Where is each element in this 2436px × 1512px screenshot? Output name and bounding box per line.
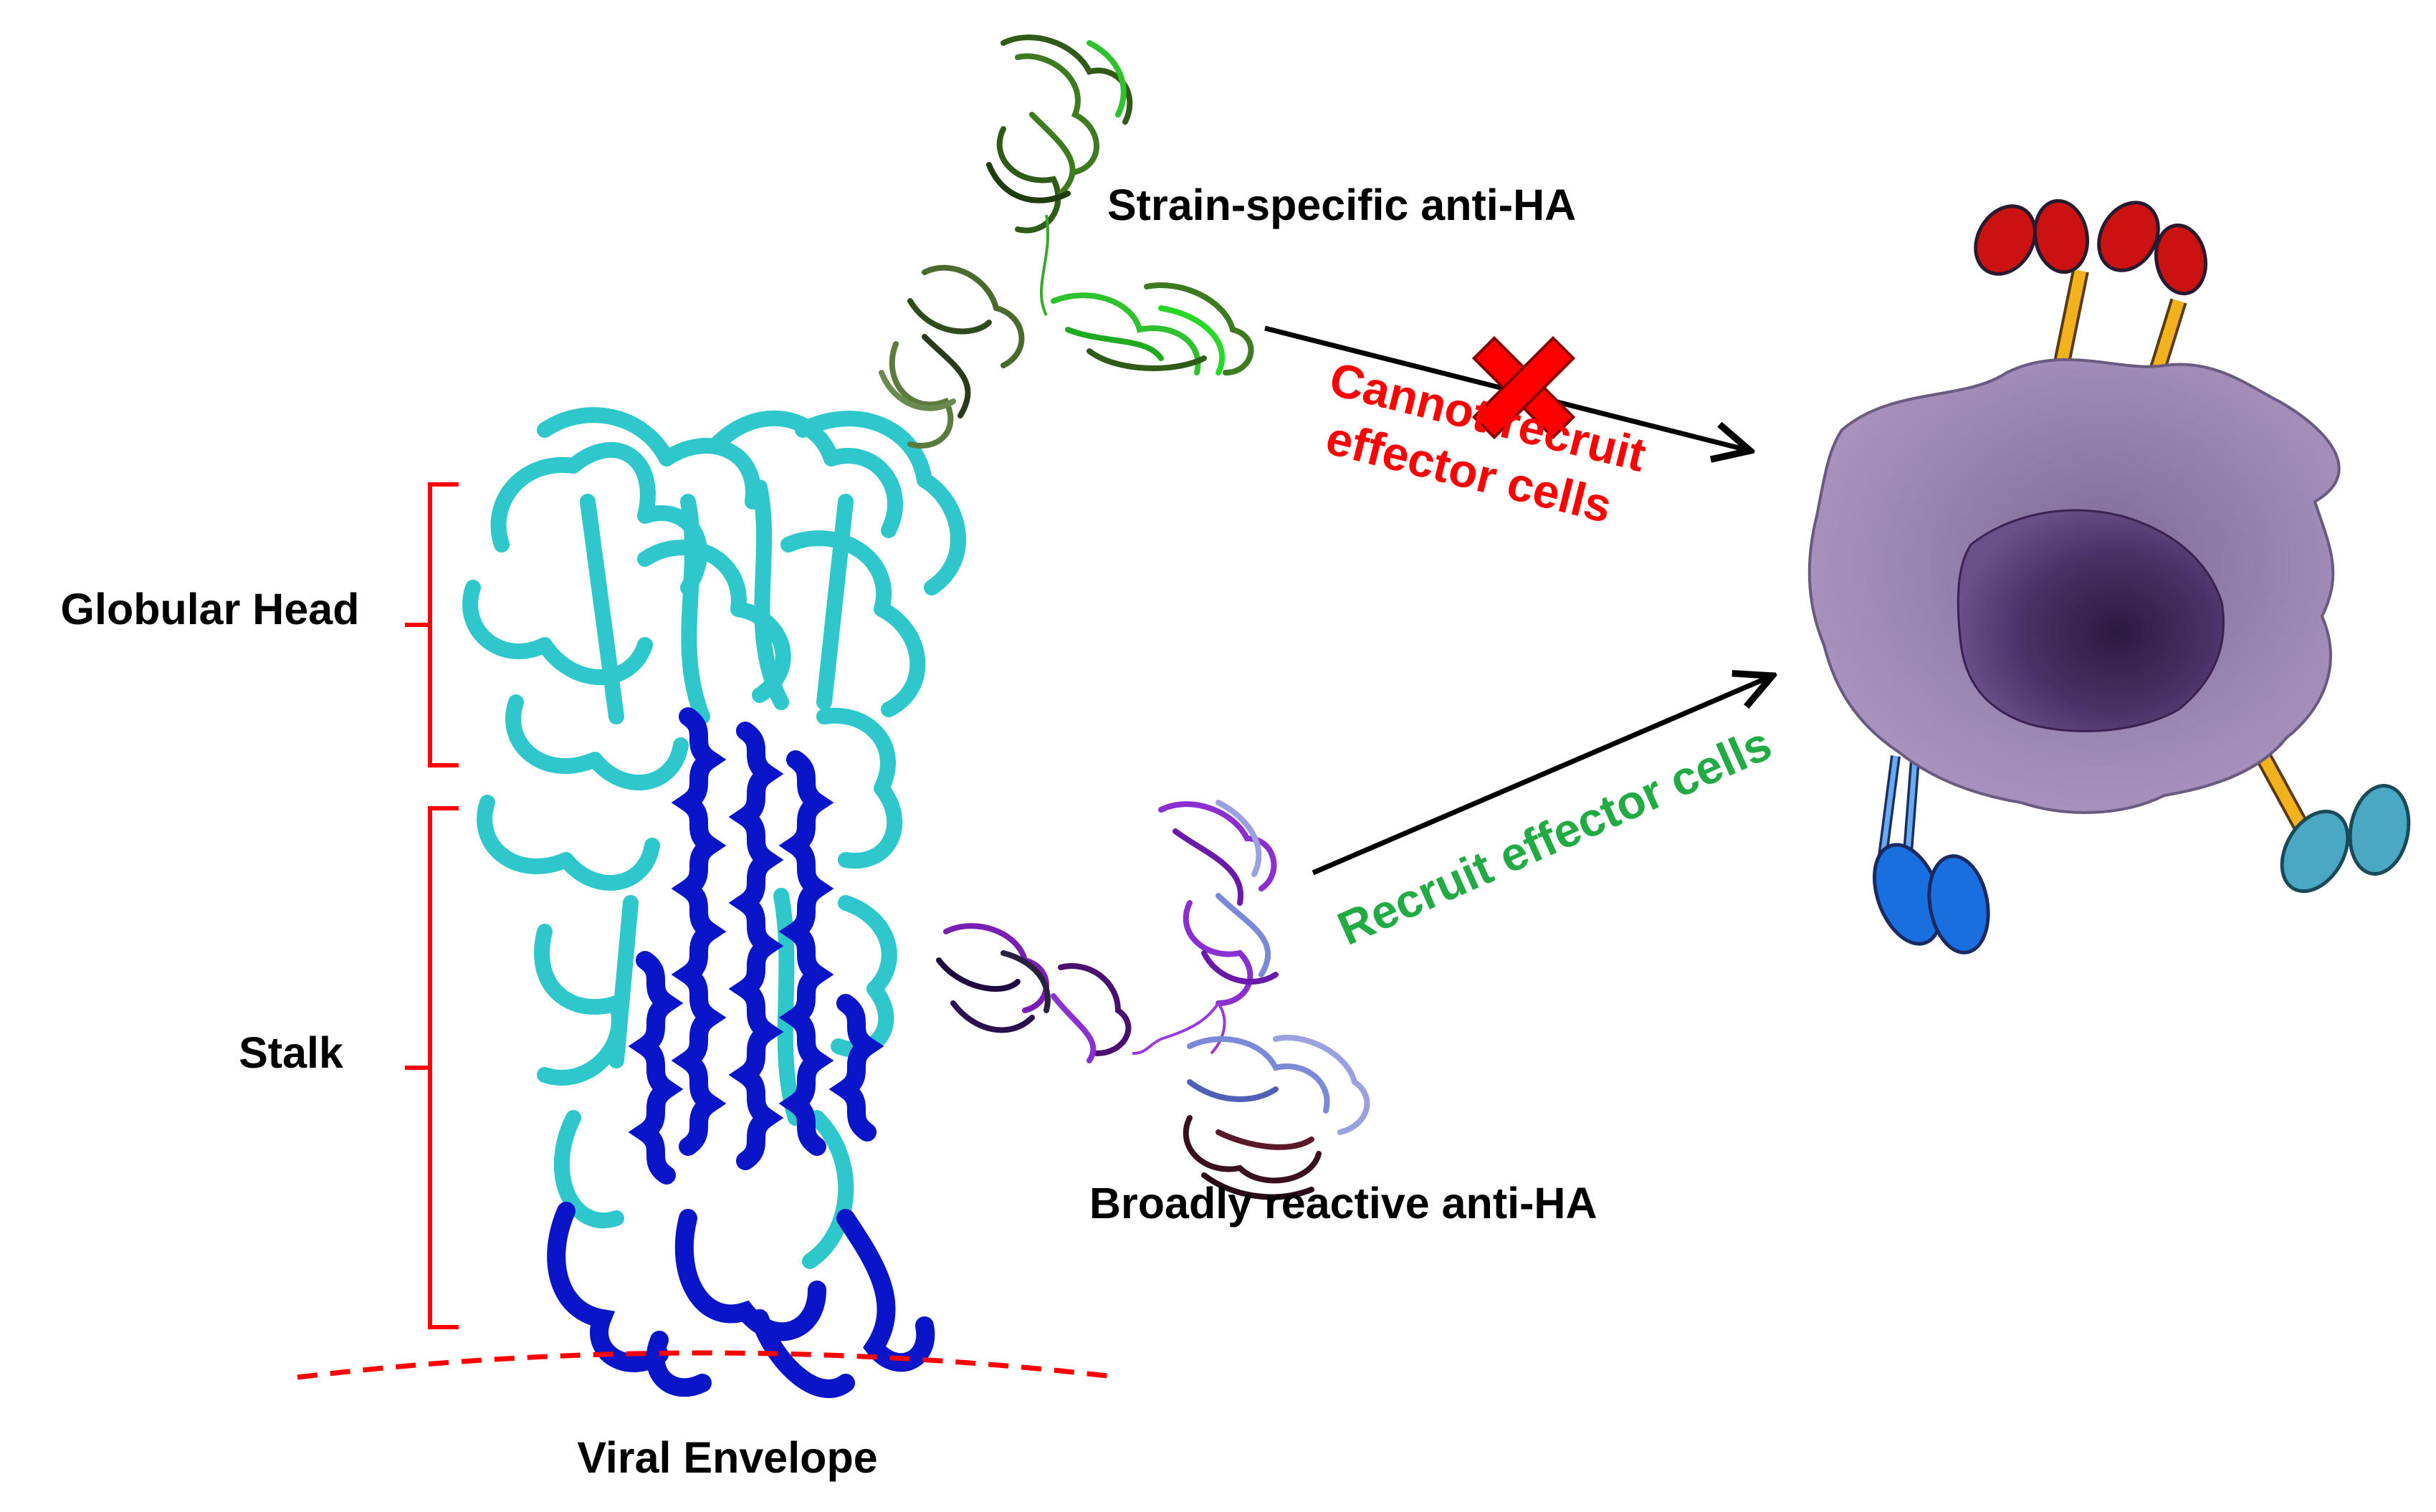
blue-receptor-domains xyxy=(1872,843,1990,954)
cell-nucleus xyxy=(1957,509,2225,732)
red-x-icon xyxy=(1471,335,1576,440)
antibody-fab-upper xyxy=(1158,800,1279,1006)
broadly-reactive-label: Broadly reactive anti-HA xyxy=(1089,1179,1597,1228)
antibody-fab-upper xyxy=(986,34,1133,234)
strain-specific-label: Strain-specific anti-HA xyxy=(1107,181,1576,229)
effector-cell xyxy=(1807,198,2411,954)
antibody-fab-left xyxy=(879,264,1025,449)
antibody-fab-left xyxy=(936,923,1132,1063)
globular-head-label: Globular Head xyxy=(61,585,360,633)
viral-envelope-label: Viral Envelope xyxy=(577,1433,877,1482)
cannot-recruit-label: Cannot recruit effector cells xyxy=(1321,352,1651,533)
teal-receptor-domains xyxy=(2280,784,2411,894)
viral-envelope-line xyxy=(297,1350,1108,1380)
stalk-bracket xyxy=(405,806,459,1329)
red-receptor-domains xyxy=(1974,198,2208,296)
arrow-to-cell-recruit xyxy=(1312,676,1772,876)
globular-head-bracket xyxy=(405,482,459,767)
stalk-label: Stalk xyxy=(239,1028,343,1077)
antibody-fc-lower xyxy=(1183,1035,1370,1200)
ha-globular-head-ribbons xyxy=(462,407,966,1269)
ha-stalk-helices xyxy=(547,707,935,1398)
ha-trimer xyxy=(462,407,966,1398)
strain-specific-antibody xyxy=(879,34,1254,449)
antibody-fc-right xyxy=(1051,282,1254,375)
broadly-reactive-antibody xyxy=(936,800,1370,1200)
